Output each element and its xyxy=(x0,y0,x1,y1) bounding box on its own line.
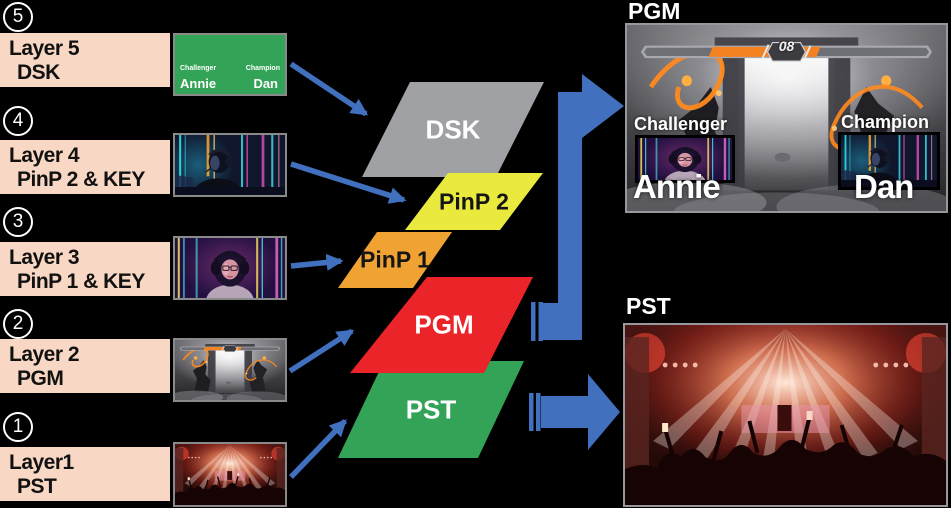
slate-dan-name: Dan xyxy=(253,76,278,91)
pgm-output-preview: 08 Challenger Champion Annie Dan xyxy=(625,23,948,213)
pst-output-title: PST xyxy=(626,293,671,319)
layer3-thumbnail-pinp1-source xyxy=(173,236,287,300)
pst-output-preview xyxy=(623,323,948,507)
pinp2-plane xyxy=(405,173,543,230)
pinp1-inset-annie xyxy=(635,135,735,183)
arrow-layer4-to-pinp2 xyxy=(290,161,407,204)
pst-plane xyxy=(338,361,524,458)
layer5-title: Layer 5 xyxy=(9,37,80,60)
arrow-layer1-to-pst xyxy=(289,419,347,479)
layer3-title: Layer 3 xyxy=(9,246,80,269)
round-timer: 08 xyxy=(778,38,795,54)
pinp2-plane-label: PinP 2 xyxy=(439,188,509,215)
layer3-number-badge: 3 xyxy=(3,207,33,237)
annie-name-overlay: Annie xyxy=(633,168,721,205)
source-arrows xyxy=(288,61,407,479)
layer5-number-badge: 5 xyxy=(3,2,33,32)
layer5-subtitle: DSK xyxy=(17,61,60,84)
slate-champion-label: Champion xyxy=(245,65,280,72)
pgm-plane xyxy=(350,277,533,373)
layer4-subtitle: PinP 2 & KEY xyxy=(17,168,145,191)
layer1-number-badge: 1 xyxy=(3,412,33,442)
layer1-thumbnail-pst-source xyxy=(173,442,287,507)
arrow-layer3-to-pinp1 xyxy=(290,253,344,271)
champion-label: Champion xyxy=(841,112,929,132)
arrow-layer2-to-pgm xyxy=(288,328,355,374)
pgm-output-title: PGM xyxy=(628,0,681,24)
dsk-plane xyxy=(362,82,544,177)
dsk-plane-label: DSK xyxy=(425,114,481,145)
slate-annie-name: Annie xyxy=(180,76,217,91)
pinp1-plane xyxy=(338,232,452,288)
layer2-thumbnail-pgm-source xyxy=(173,338,287,402)
layer3-subtitle: PinP 1 & KEY xyxy=(17,270,145,293)
arrow-pst-to-pst-output xyxy=(529,374,620,450)
arrow-composite-to-pgm-output xyxy=(531,74,624,341)
layer3-label: Layer 3 PinP 1 & KEY xyxy=(0,242,170,296)
layer1-label: Layer1 PST xyxy=(0,447,170,501)
layer5-label: Layer 5 DSK xyxy=(0,33,170,87)
pinp1-plane-label: PinP 1 xyxy=(360,246,430,273)
layer2-number-badge: 2 xyxy=(3,309,33,339)
layer1-title: Layer1 xyxy=(9,451,74,474)
layer2-title: Layer 2 xyxy=(9,343,80,366)
challenger-label: Challenger xyxy=(634,114,728,134)
pinp2-inset-dan xyxy=(838,132,940,190)
layer4-thumbnail-pinp2-source xyxy=(173,133,287,197)
arrow-layer5-to-dsk xyxy=(289,61,369,117)
layer2-label: Layer 2 PGM xyxy=(0,339,170,393)
layer4-number-badge: 4 xyxy=(3,106,33,136)
layer4-label: Layer 4 PinP 2 & KEY xyxy=(0,140,170,194)
layer4-title: Layer 4 xyxy=(9,144,80,167)
layer5-thumbnail-dsk-slate: Challenger Champion Annie Dan xyxy=(173,33,287,96)
slate-challenger-label: Challenger xyxy=(180,65,217,72)
pst-plane-label: PST xyxy=(405,394,457,425)
concert-crowd-image xyxy=(625,325,946,505)
layer2-subtitle: PGM xyxy=(17,367,64,390)
dan-name-overlay: Dan xyxy=(854,168,914,205)
pgm-plane-label: PGM xyxy=(414,309,474,340)
layer1-subtitle: PST xyxy=(17,475,57,498)
